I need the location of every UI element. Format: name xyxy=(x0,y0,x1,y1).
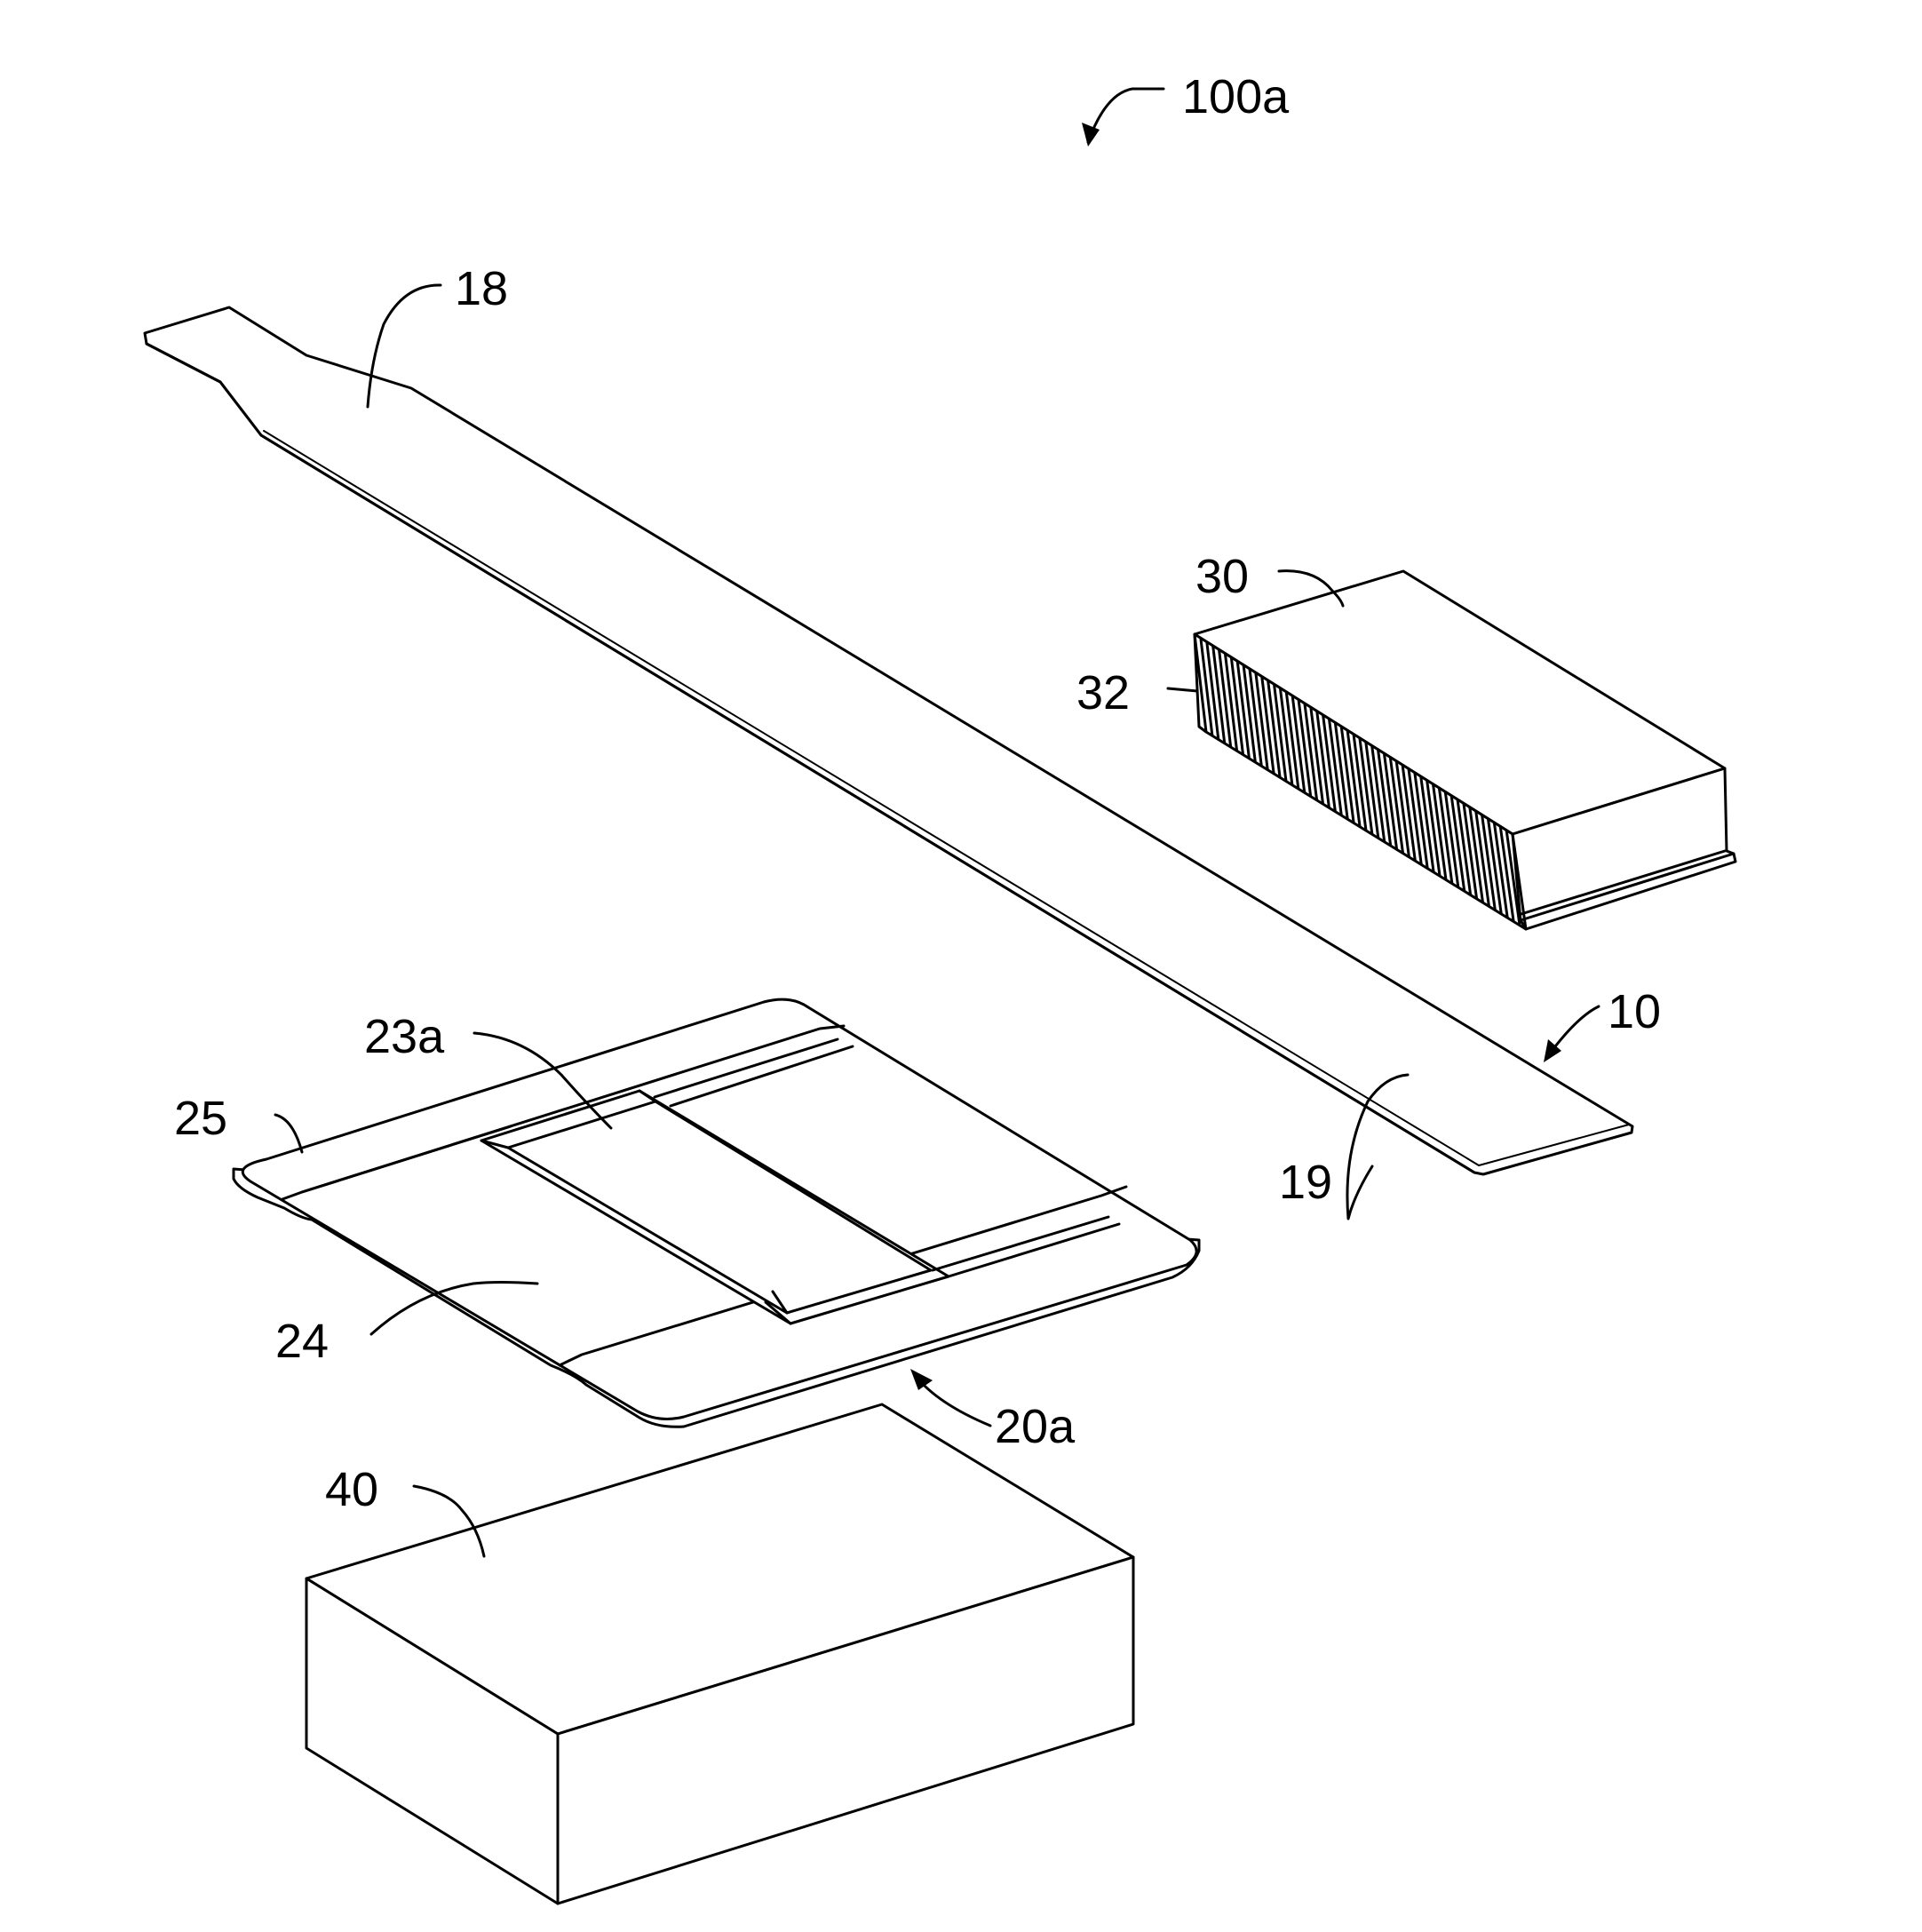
heat-source-block xyxy=(306,1404,1133,1904)
label-32: 32 xyxy=(1076,666,1130,720)
label-30: 30 xyxy=(1195,550,1249,603)
label-19: 19 xyxy=(1279,1156,1332,1209)
heat-spreader-plate xyxy=(234,999,1199,1427)
label-24: 24 xyxy=(275,1315,329,1368)
label-25: 25 xyxy=(174,1092,227,1145)
label-23a: 23a xyxy=(364,1010,445,1063)
label-40: 40 xyxy=(325,1463,378,1516)
fin-assembly xyxy=(1195,571,1735,929)
label-100a: 100a xyxy=(1182,70,1290,123)
label-10: 10 xyxy=(1608,985,1661,1038)
label-20a: 20a xyxy=(995,1400,1076,1453)
label-18: 18 xyxy=(455,262,508,315)
